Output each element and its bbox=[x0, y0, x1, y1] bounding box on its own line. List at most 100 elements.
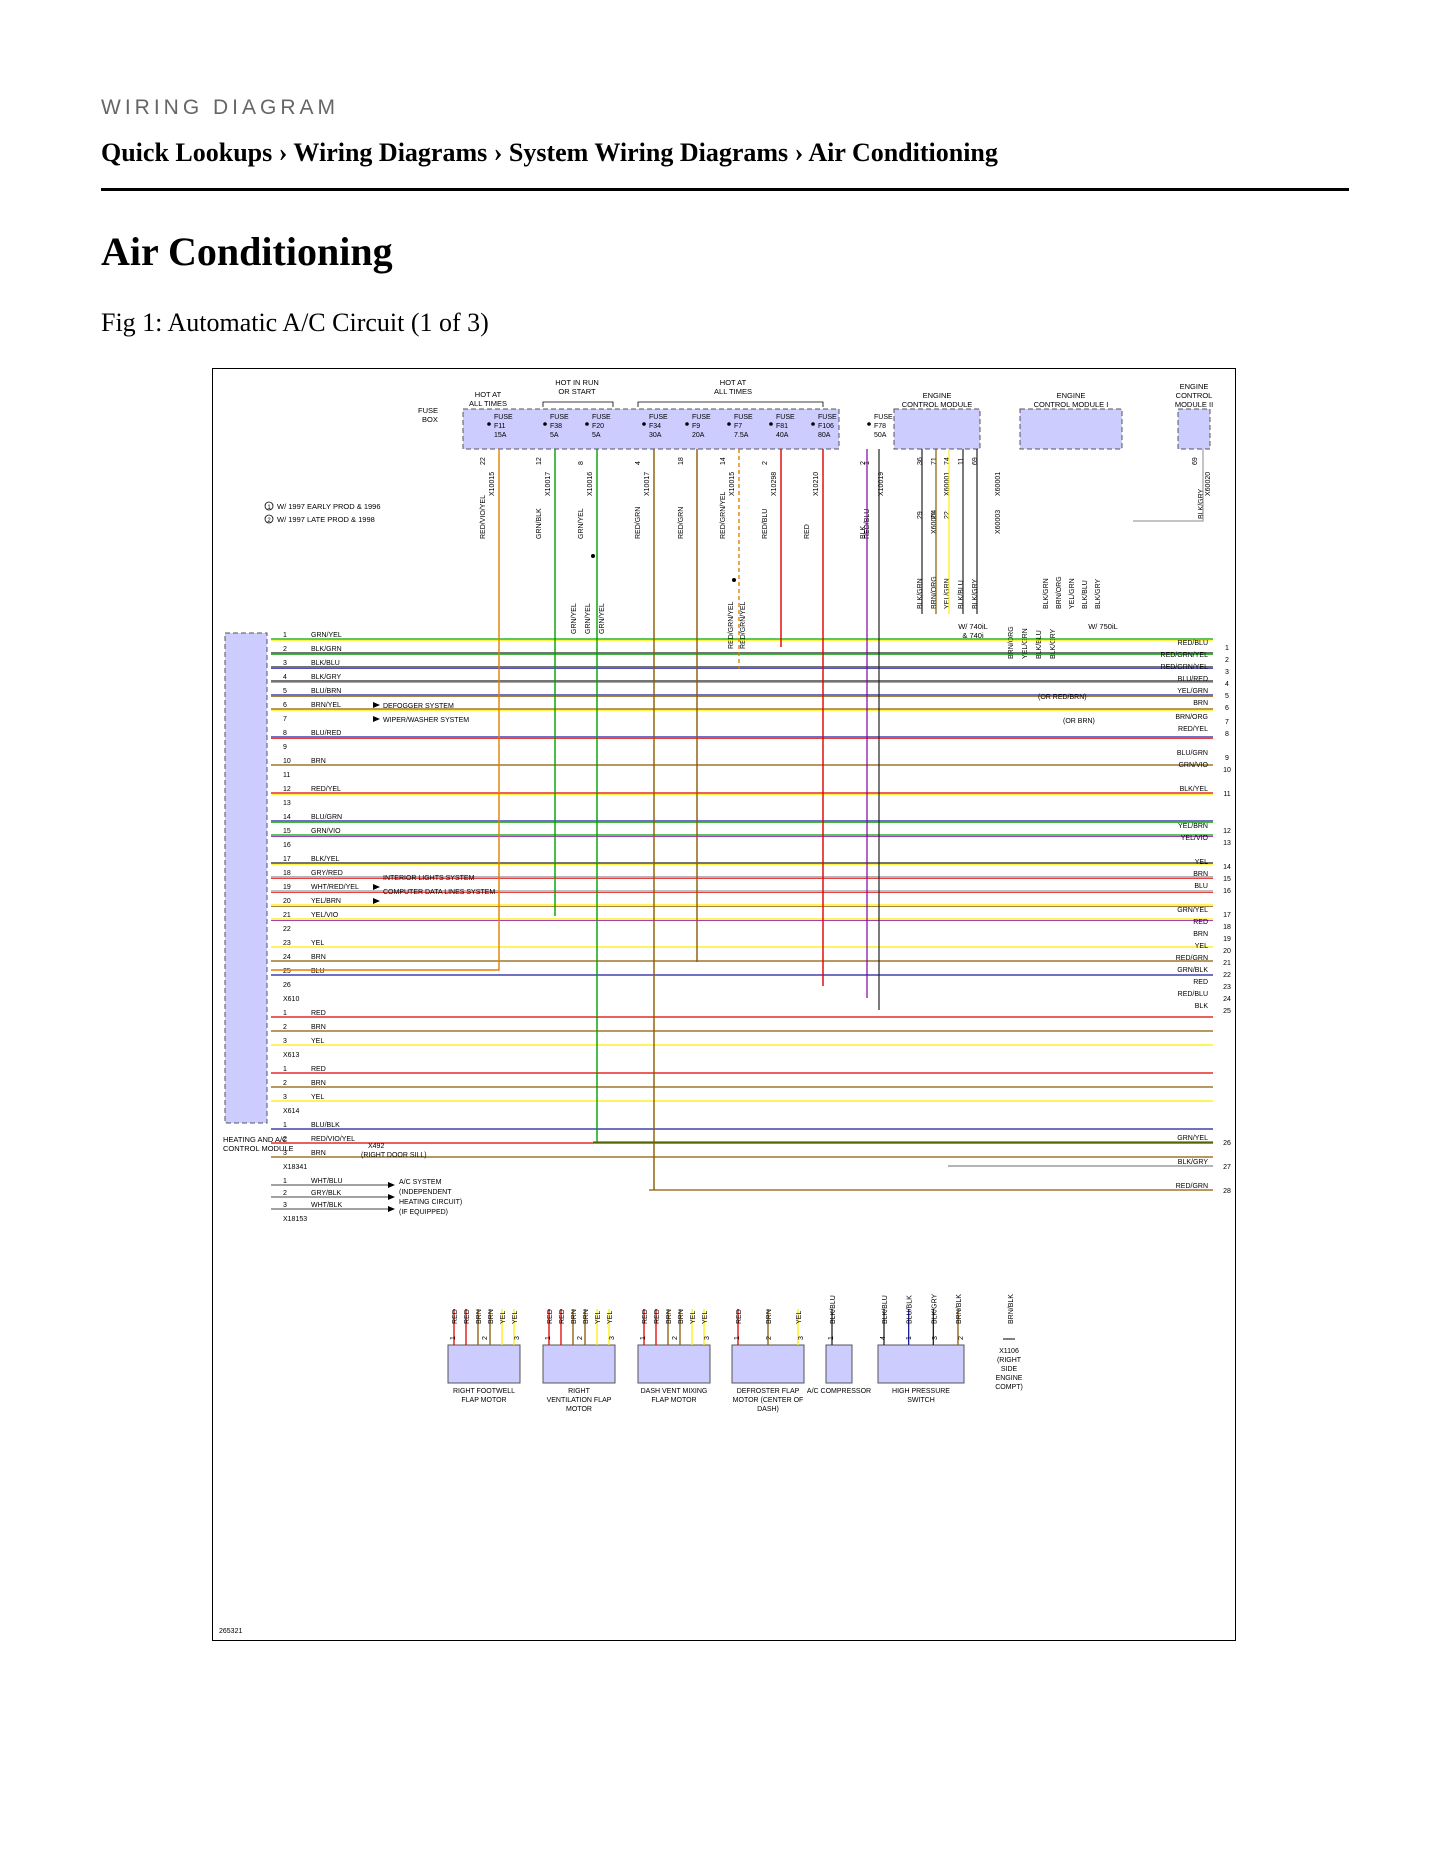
breadcrumb[interactable]: Quick Lookups › Wiring Diagrams › System… bbox=[101, 138, 998, 167]
merge-wire-label: BLK/GRY bbox=[1050, 628, 1057, 659]
splice bbox=[591, 554, 595, 558]
bottom-wire-label: BRN bbox=[476, 1309, 483, 1324]
ecm-box bbox=[893, 408, 981, 450]
figure-id: 265321 bbox=[219, 1628, 242, 1635]
bottom-component-label: MOTOR (CENTER OF bbox=[733, 1397, 804, 1404]
right-wire-label: BRN bbox=[1193, 931, 1208, 938]
fuse-group-label: HOT IN RUN bbox=[555, 378, 599, 387]
fuse-id: F7 bbox=[734, 423, 742, 430]
right-wire-label: RED bbox=[1193, 919, 1208, 926]
bottom-component-label: VENTILATION FLAP bbox=[547, 1397, 612, 1404]
hvac-pin-number: 20 bbox=[283, 898, 291, 905]
bottom-pin-number: 3 bbox=[609, 1336, 616, 1340]
system-label: INTERIOR LIGHTS SYSTEM bbox=[383, 875, 475, 882]
bottom-pin-number: 1 bbox=[734, 1336, 741, 1340]
hvac-wire-label: BLK/GRN bbox=[311, 646, 342, 653]
fuse-terminal bbox=[585, 422, 589, 426]
bottom-pin-number: 1 bbox=[640, 1336, 647, 1340]
fuse-group-label: HOT AT bbox=[720, 378, 747, 387]
fuse-group-label: ALL TIMES bbox=[469, 399, 507, 408]
fuse-pin: 22 bbox=[480, 457, 487, 465]
hvac-pin-number: 7 bbox=[283, 716, 287, 723]
bottom-wire-label: RED bbox=[464, 1309, 471, 1324]
ecm-pin: 29 bbox=[917, 511, 924, 519]
bottom-component-label: RIGHT FOOTWELL bbox=[453, 1388, 515, 1395]
right-wire-label: RED/GRN/YEL bbox=[1161, 664, 1209, 671]
hvac-pin-number: 3 bbox=[283, 1202, 287, 1209]
bottom-pin-number: 1 bbox=[450, 1336, 457, 1340]
hvac-wire-label: BLU/BLK bbox=[311, 1122, 340, 1129]
note-number: 2 bbox=[267, 518, 271, 524]
hvac-wire-label: GRN/YEL bbox=[311, 632, 342, 639]
hvac-wire-label: GRY/RED bbox=[311, 870, 343, 877]
bottom-pin-number: 2 bbox=[482, 1336, 489, 1340]
bottom-wire-label: RED bbox=[559, 1309, 566, 1324]
fuse-wire-label: RED/VIO/YEL bbox=[480, 495, 487, 539]
fuse-amp: 7.5A bbox=[734, 432, 749, 439]
right-wire-label: RED/GRN/YEL bbox=[1161, 652, 1209, 659]
right-pin-number: 19 bbox=[1223, 936, 1231, 943]
connector-label: X614 bbox=[283, 1108, 299, 1115]
hvac-pin-number: 6 bbox=[283, 702, 287, 709]
bottom-wire-label: BRN bbox=[666, 1309, 673, 1324]
hvac-wire-label: RED bbox=[311, 1066, 326, 1073]
ecm-pin: 71 bbox=[931, 457, 938, 465]
right-wire-label: GRN/BLK bbox=[1177, 967, 1208, 974]
fuse-amp: 5A bbox=[550, 432, 559, 439]
figure-caption: Fig 1: Automatic A/C Circuit (1 of 3) bbox=[101, 308, 489, 337]
right-pin-number: 2 bbox=[1225, 657, 1229, 664]
hvac-wire-label: BRN bbox=[311, 758, 326, 765]
ecm-wire-label: BRN/ORG bbox=[931, 576, 938, 609]
right-pin-number: 9 bbox=[1225, 755, 1229, 762]
hvac-wire-label: YEL bbox=[311, 1094, 324, 1101]
bottom-component bbox=[542, 1344, 616, 1384]
ground-connector: X492 bbox=[368, 1143, 384, 1150]
bottom-wire-label: RED bbox=[452, 1309, 459, 1324]
hvac-pin-number: 3 bbox=[283, 1150, 287, 1157]
fuse-wire-label: RED/BLU bbox=[762, 509, 769, 539]
fuse-group-label: OR START bbox=[558, 387, 596, 396]
hvac-wire-label: BRN bbox=[311, 1024, 326, 1031]
hvac-pin-number: 4 bbox=[283, 674, 287, 681]
system-label: COMPUTER DATA LINES SYSTEM bbox=[383, 889, 495, 896]
hvac-pin-number: 9 bbox=[283, 744, 287, 751]
ecm-pin: 69 bbox=[972, 457, 979, 465]
fuse-id: F34 bbox=[649, 423, 661, 430]
ecm-connector: X60003 bbox=[995, 510, 1002, 534]
right-wire-label: RED/BLU bbox=[1178, 991, 1208, 998]
bottom-component-label: DASH VENT MIXING bbox=[641, 1388, 708, 1395]
fuse-id: F106 bbox=[818, 423, 834, 430]
hvac-wire-label: RED bbox=[311, 1010, 326, 1017]
fuse-wire-label: RED/GRN bbox=[635, 507, 642, 539]
fuse-box bbox=[462, 408, 840, 450]
ecm-pin: 21 bbox=[931, 511, 938, 519]
bottom-pin-number: 2 bbox=[577, 1336, 584, 1340]
bottom-wire-label: RED bbox=[642, 1309, 649, 1324]
bottom-pin-number: 3 bbox=[514, 1336, 521, 1340]
right-pin-number: 12 bbox=[1223, 828, 1231, 835]
right-wire-label: GRN/YEL bbox=[1177, 1135, 1208, 1142]
fuse-id: F78 bbox=[874, 423, 886, 430]
hvac-pin-number: 5 bbox=[283, 688, 287, 695]
right-pin-number: 4 bbox=[1225, 681, 1229, 688]
fuse-name: FUSE bbox=[818, 414, 837, 421]
note-text: W/ 1997 EARLY PROD & 1996 bbox=[277, 502, 381, 511]
hvac-wire-label: WHT/RED/YEL bbox=[311, 884, 359, 891]
ecm2-box bbox=[1177, 408, 1211, 450]
fuse-id: F11 bbox=[494, 423, 506, 430]
ac-system-label: (IF EQUIPPED) bbox=[399, 1209, 448, 1216]
divider bbox=[101, 188, 1349, 191]
bottom-component-label: HIGH PRESSURE bbox=[892, 1388, 950, 1395]
right-pin-number: 21 bbox=[1223, 960, 1231, 967]
hvac-wire-label: YEL bbox=[311, 940, 324, 947]
ecm2-label: MODULE II bbox=[1175, 400, 1213, 409]
merge-wire-label: YEL/GRN bbox=[1022, 628, 1029, 659]
or-note: (OR BRN) bbox=[1063, 718, 1095, 725]
fuse-pin: 2 bbox=[860, 461, 867, 465]
fuse-name: FUSE bbox=[592, 414, 611, 421]
fuse-terminal bbox=[867, 422, 871, 426]
ecm-connector: X60001 bbox=[944, 472, 951, 496]
right-pin-number: 10 bbox=[1223, 767, 1231, 774]
bottom-wire-label: BLK/GRY bbox=[931, 1293, 938, 1324]
